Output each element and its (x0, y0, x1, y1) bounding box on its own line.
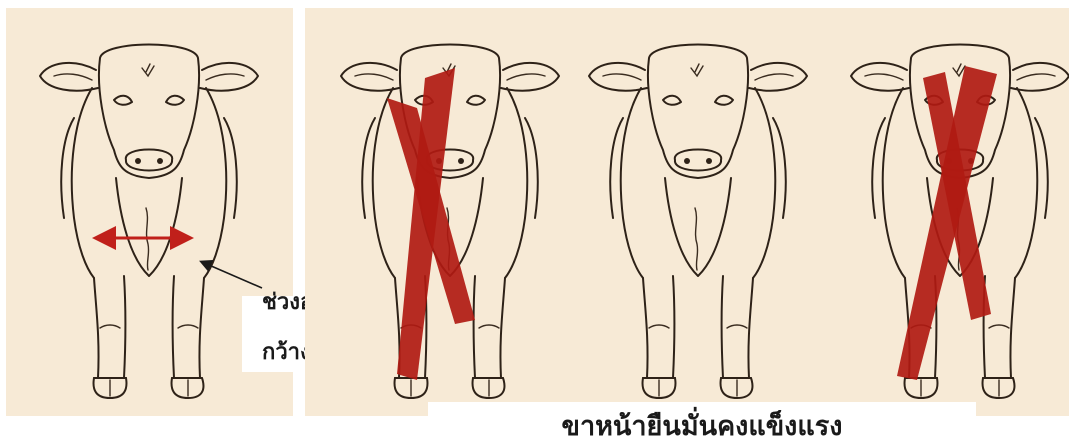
stance-comparison-illustration (305, 8, 1069, 416)
cross-mark-1 (387, 68, 475, 380)
panel-stance-comparison (305, 8, 1069, 416)
cross-mark-2 (897, 66, 997, 380)
cow-correct-stance (589, 45, 807, 399)
cow-wide-chest (40, 45, 258, 399)
chest-label-line2: กว้าง (262, 334, 311, 369)
